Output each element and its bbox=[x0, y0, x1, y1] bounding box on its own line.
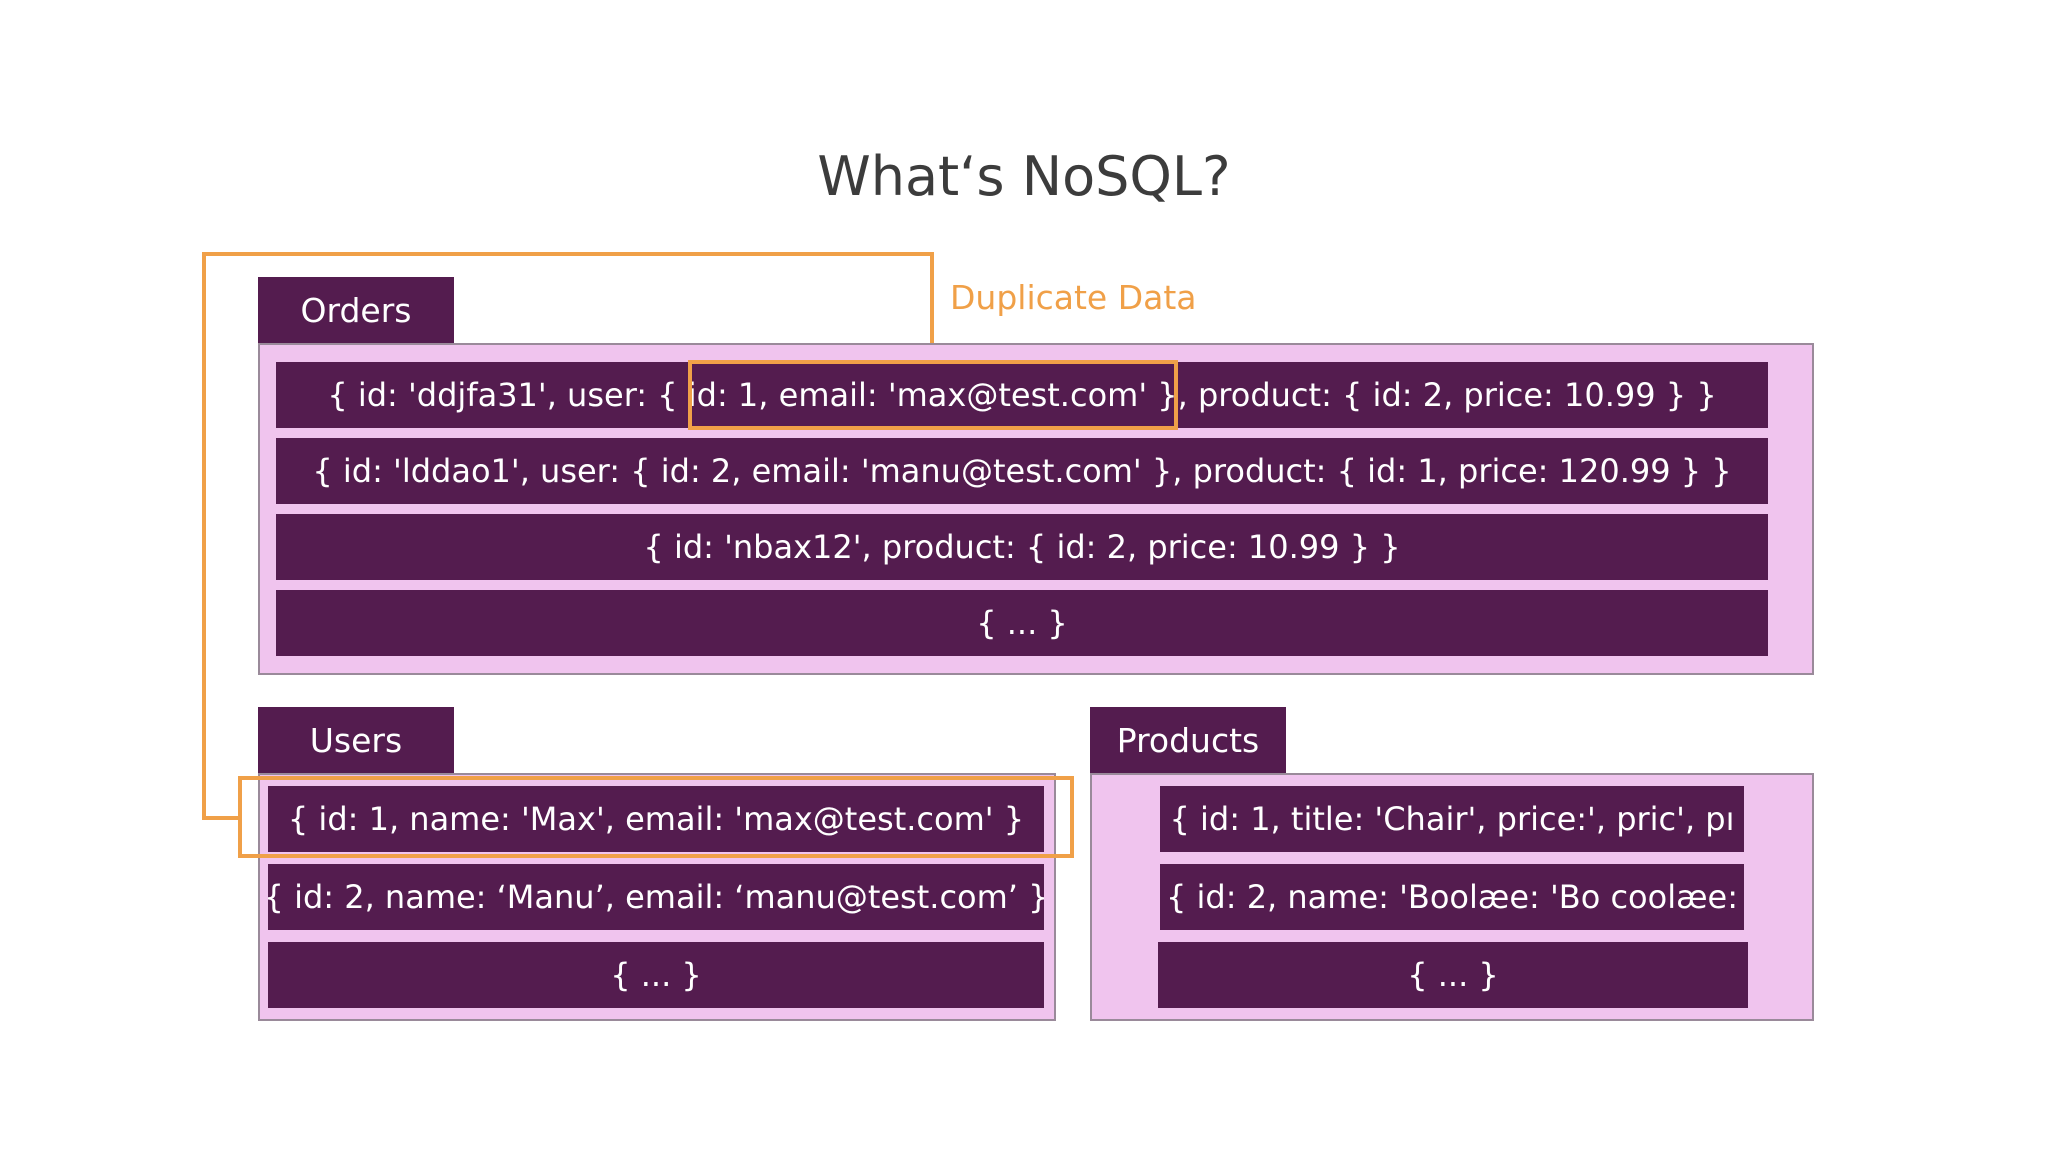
duplicate-connector-right bbox=[930, 252, 934, 362]
page-title: What‘s NoSQL? bbox=[817, 145, 1231, 208]
products-tab: Products bbox=[1090, 707, 1286, 773]
duplicate-connector-bottom bbox=[202, 816, 238, 820]
duplicate-connector-left bbox=[202, 252, 206, 820]
users-tab: Users bbox=[258, 707, 454, 773]
orders-row-2: { id: 'lddao1', user: { id: 2, email: 'm… bbox=[276, 438, 1768, 504]
products-row-1: { id: 1, title: 'Chair', price:', pric',… bbox=[1160, 786, 1744, 852]
duplicate-data-label: Duplicate Data bbox=[950, 278, 1197, 317]
orders-tab: Orders bbox=[258, 277, 454, 343]
orders-row-1: { id: 'ddjfa31', user: { id: 1, email: '… bbox=[276, 362, 1768, 428]
users-row-3: { ... } bbox=[268, 942, 1044, 1008]
duplicate-connector-top bbox=[202, 252, 934, 256]
products-row-2: { id: 2, name: 'Boolæe: 'Bo coolæe: bbox=[1160, 864, 1744, 930]
users-row-1: { id: 1, name: 'Max', email: 'max@test.c… bbox=[268, 786, 1044, 852]
products-row-3: { ... } bbox=[1158, 942, 1748, 1008]
orders-row-3: { id: 'nbax12', product: { id: 2, price:… bbox=[276, 514, 1768, 580]
users-row-2: { id: 2, name: ‘Manu’, email: ‘manu@test… bbox=[268, 864, 1044, 930]
orders-row-4: { ... } bbox=[276, 590, 1768, 656]
